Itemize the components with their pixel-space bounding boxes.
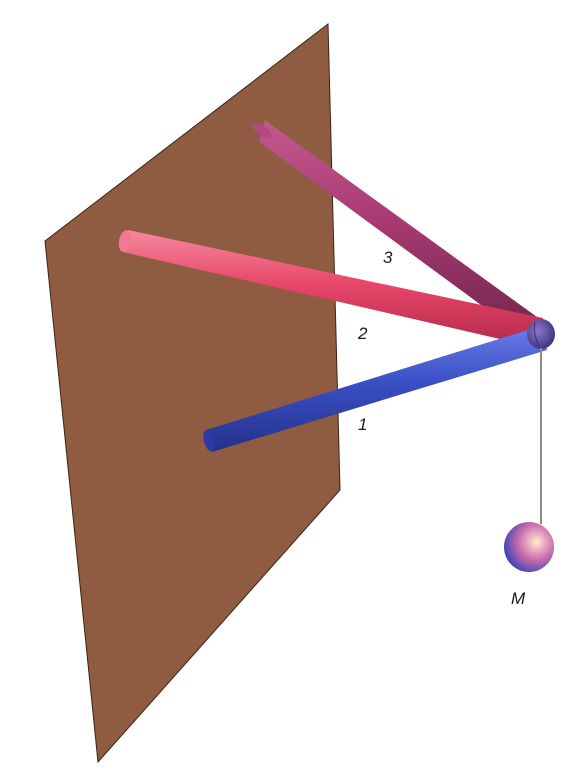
- rod-1-label: 1: [358, 415, 367, 434]
- rod-1: [203, 326, 547, 452]
- rod-3-label: 3: [383, 248, 393, 267]
- rod-2-label: 2: [357, 324, 368, 343]
- mass-ball: [504, 522, 554, 572]
- rod-2: [118, 230, 543, 348]
- wall-plane: [44, 23, 341, 764]
- rod-3: [252, 120, 548, 346]
- mass-label: M: [511, 589, 526, 608]
- rod-joint: [527, 319, 555, 349]
